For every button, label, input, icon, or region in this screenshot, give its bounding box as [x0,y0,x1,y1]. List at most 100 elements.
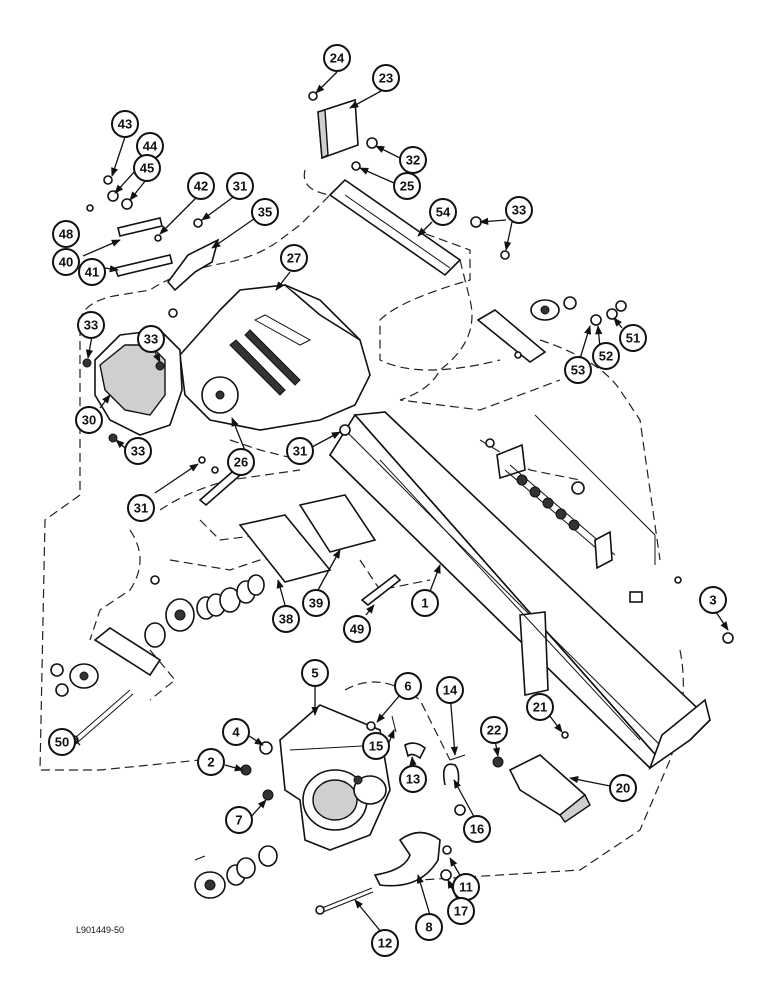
figure-reference-code: L901449-50 [76,925,125,935]
callout-54: 54 [429,198,457,226]
callout-12: 12 [371,929,399,957]
callout-20: 20 [609,774,637,802]
svg-text:3: 3 [709,593,716,608]
callout-11: 11 [452,873,480,901]
svg-text:32: 32 [406,153,420,168]
callout-26: 26 [227,448,255,476]
svg-text:41: 41 [85,265,99,280]
callout-35: 35 [251,198,279,226]
housing-cover-part [94,329,183,436]
svg-text:15: 15 [369,739,383,754]
callout-32: 32 [399,146,427,174]
callout-51: 51 [619,324,647,352]
lower-left-parts [194,845,374,915]
main-tube-part [328,411,712,771]
callout-2: 2 [197,748,225,776]
svg-text:24: 24 [330,51,345,66]
callout-44: 44 [136,132,164,160]
callout-16: 16 [463,815,491,843]
callout-45: 45 [133,154,161,182]
callout-33: 33 [124,437,152,465]
callout-52: 52 [592,342,620,370]
svg-text:23: 23 [379,71,393,86]
svg-text:40: 40 [59,255,73,270]
callout-48: 48 [52,220,80,248]
svg-text:38: 38 [279,612,293,627]
svg-text:48: 48 [59,227,73,242]
lower-shield-parts [373,754,591,887]
svg-text:50: 50 [55,735,69,750]
svg-text:4: 4 [232,725,240,740]
callout-53: 53 [564,356,592,384]
callout-33: 33 [505,196,533,224]
callout-43: 43 [111,110,139,138]
rods-and-covers [150,456,402,607]
callout-27: 27 [280,244,308,272]
callout-30: 30 [75,406,103,434]
svg-text:22: 22 [487,723,501,738]
svg-text:13: 13 [406,772,420,787]
callout-24: 24 [323,44,351,72]
svg-text:53: 53 [571,363,585,378]
svg-text:52: 52 [599,349,613,364]
svg-text:33: 33 [512,203,526,218]
callout-50: 50 [48,728,76,756]
svg-text:2: 2 [207,755,214,770]
svg-text:5: 5 [311,666,318,681]
callout-8: 8 [415,913,443,941]
svg-text:45: 45 [140,161,154,176]
svg-text:26: 26 [234,455,248,470]
svg-text:17: 17 [454,904,468,919]
callout-41: 41 [78,258,106,286]
housing-plate-part [179,284,371,431]
callout-39: 39 [302,589,330,617]
callout-21: 21 [526,693,554,721]
svg-text:21: 21 [533,700,547,715]
svg-text:30: 30 [82,413,96,428]
callout-7: 7 [225,806,253,834]
svg-text:14: 14 [443,683,458,698]
svg-text:44: 44 [143,139,158,154]
callout-4: 4 [222,718,250,746]
callout-31: 31 [286,437,314,465]
svg-text:27: 27 [287,251,301,266]
svg-text:42: 42 [194,179,208,194]
upper-fasteners [82,91,734,644]
svg-text:8: 8 [425,920,432,935]
callout-40: 40 [52,248,80,276]
svg-text:33: 33 [84,318,98,333]
svg-text:20: 20 [616,781,630,796]
top-bracket-part [317,98,462,277]
right-mount-bracket [476,296,627,363]
drive-shaft-assembly [485,414,682,603]
callout-13: 13 [399,765,427,793]
gearbox-housing-part [279,704,391,851]
callout-6: 6 [394,672,422,700]
callout-15: 15 [362,732,390,760]
callout-23: 23 [372,64,400,92]
callout-25: 25 [393,172,421,200]
svg-text:31: 31 [233,179,247,194]
svg-text:43: 43 [118,117,132,132]
callout-38: 38 [272,605,300,633]
svg-text:39: 39 [309,596,323,611]
callout-22: 22 [480,716,508,744]
svg-text:6: 6 [404,679,411,694]
callout-5: 5 [301,659,329,687]
svg-text:54: 54 [436,205,451,220]
callout-1: 1 [411,589,439,617]
svg-text:33: 33 [144,332,158,347]
small-bracket-parts [113,217,220,292]
callout-14: 14 [436,676,464,704]
callout-31: 31 [226,172,254,200]
svg-text:35: 35 [258,205,272,220]
callout-33: 33 [137,325,165,353]
svg-text:16: 16 [470,822,484,837]
svg-text:31: 31 [134,501,148,516]
svg-text:25: 25 [400,179,414,194]
svg-text:12: 12 [378,936,392,951]
callout-49: 49 [343,615,371,643]
svg-text:49: 49 [350,622,364,637]
callout-31: 31 [127,494,155,522]
